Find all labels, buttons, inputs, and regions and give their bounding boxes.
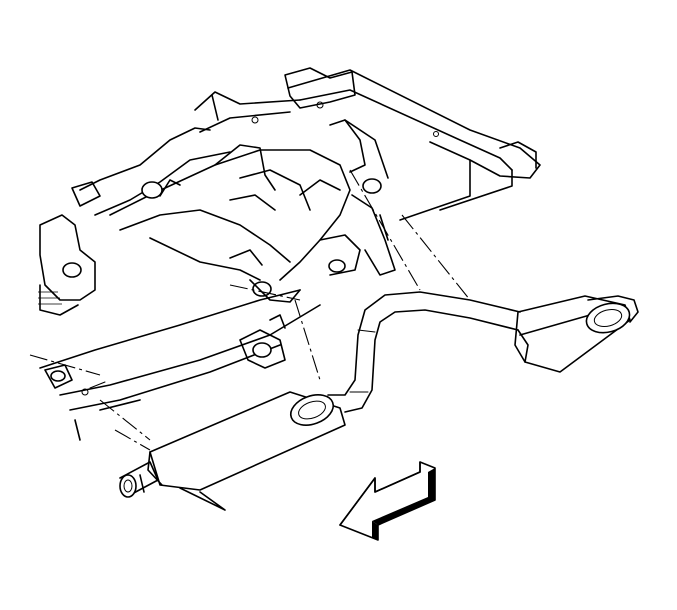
front-direction-arrow (339, 461, 436, 541)
front-muffler (119, 391, 346, 511)
frame-crossmember (38, 67, 541, 441)
alignment-lines (29, 169, 471, 451)
intermediate-pipe (327, 291, 521, 413)
rear-muffler (514, 295, 631, 373)
tailpipe (585, 295, 639, 334)
